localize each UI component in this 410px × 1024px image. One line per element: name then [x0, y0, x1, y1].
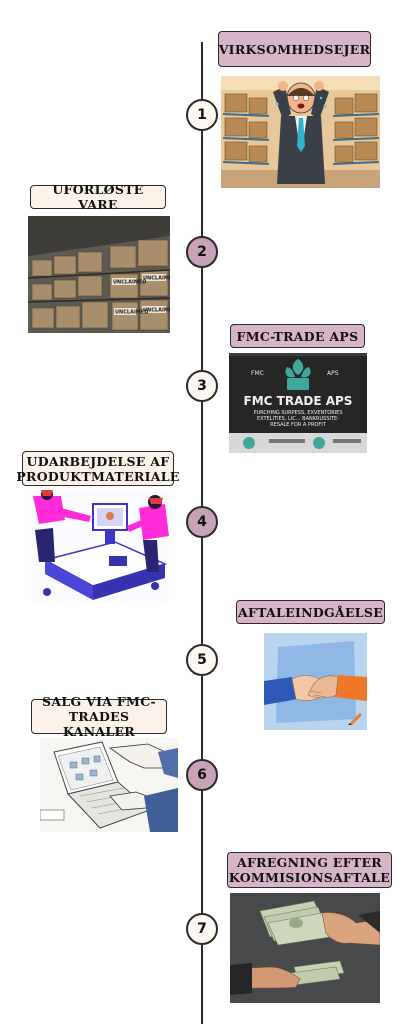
step-5-label: AFTALEINDGÅELSE [236, 600, 385, 624]
step-3-label: FMC-TRADE APS [230, 324, 365, 348]
step-4-label-line-1: UDARBEJDELSE AF [26, 453, 170, 469]
step-2-image: UNCLAIMED UNCLAIMED UNCLAIMED UNCLAIMED [28, 216, 170, 333]
svg-text:UNCLAIMED: UNCLAIMED [143, 276, 170, 282]
step-3-node: 3 [186, 370, 218, 402]
step-7-image [230, 893, 380, 1003]
step-4-label-line-2: PRODUKTMATERIALE [16, 468, 180, 484]
step-6-label: SALG VIA FMC- TRADES KANALER [31, 694, 167, 739]
svg-text:UNCLAIMED: UNCLAIMED [115, 310, 148, 316]
step-4-image [31, 490, 169, 602]
svg-text:APS: APS [327, 370, 339, 377]
step-4-node: 4 [186, 506, 218, 538]
step-1-image [221, 76, 380, 188]
step-1-label: VIRKSOMHEDSEJER [218, 31, 371, 67]
svg-text:FMC TRADE APS: FMC TRADE APS [244, 394, 353, 408]
svg-text:UNCLAIMED: UNCLAIMED [113, 280, 146, 286]
step-2-label: UFORLØSTE VARE [30, 182, 166, 212]
step-7-label: AFREGNING EFTER KOMMISIONSAFTALE [227, 852, 392, 888]
svg-text:FMC: FMC [251, 370, 264, 377]
step-4-label: UDARBEJDELSE AF PRODUKTMATERIALE [16, 451, 179, 486]
step-6-label-line-2: TRADES KANALER [63, 709, 135, 739]
step-2-node: 2 [186, 236, 218, 268]
step-7-label-line-2: KOMMISIONSAFTALE [228, 870, 391, 885]
step-6-node: 6 [186, 759, 218, 791]
svg-text:RESALE FOR A PROFIT: RESALE FOR A PROFIT [270, 422, 327, 428]
step-1-node: 1 [186, 99, 218, 131]
step-7-node: 7 [186, 913, 218, 945]
step-5-image [264, 633, 367, 730]
step-5-node: 5 [186, 644, 218, 676]
step-7-label-line-1: AFREGNING EFTER [236, 855, 382, 870]
svg-text:PURCHING SURPESS, EXVENTORIES: PURCHING SURPESS, EXVENTORIES [253, 410, 342, 416]
step-6-label-line-1: SALG VIA FMC- [42, 694, 156, 709]
step-3-image: FMC APS FMC TRADE APS PURCHING SURPESS, … [229, 353, 367, 453]
svg-text:EXTELITIES, LIC... BANKRUSSITE: EXTELITIES, LIC... BANKRUSSITE- [257, 416, 339, 422]
step-6-image [40, 738, 178, 832]
svg-text:UNCLAIMED: UNCLAIMED [143, 308, 170, 314]
